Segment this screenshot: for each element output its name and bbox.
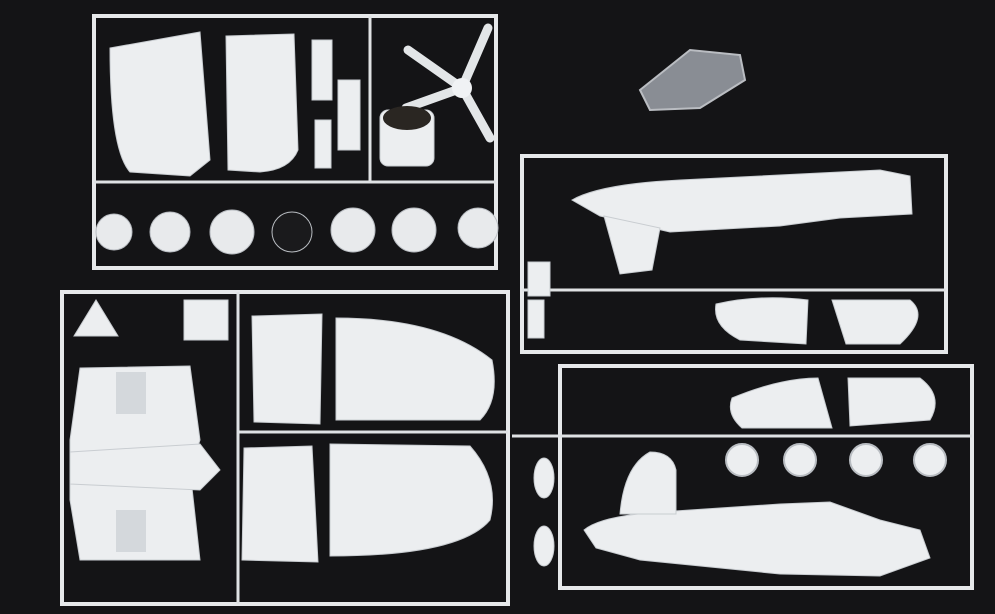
wing-panel: [109, 31, 211, 177]
wing-outer-panel: [335, 317, 495, 421]
clear-canopy-parts: [638, 48, 747, 112]
flap-panel: [251, 313, 323, 425]
horizontal-stabilizer: [69, 443, 221, 491]
engine-cowling: [379, 106, 435, 167]
wing-outer-panel: [329, 443, 493, 557]
small-part: [73, 299, 119, 337]
wing-part: [729, 377, 833, 429]
pilot-figures: [533, 457, 555, 567]
flap-panel: [241, 445, 319, 563]
propeller-hub: [452, 78, 472, 98]
wing-part: [847, 377, 936, 427]
sprue-right-top: [520, 154, 948, 354]
vertical-tail: [603, 215, 661, 275]
sprue-top-left: [92, 14, 499, 270]
sprue-right-bottom: [512, 364, 974, 590]
radial-engines: [95, 207, 499, 255]
small-parts: [311, 39, 361, 169]
wing-panel: [225, 33, 299, 173]
vertical-tail: [619, 451, 677, 515]
wing-part: [831, 299, 919, 345]
wheels: [725, 443, 947, 477]
sprue-bottom-left: [60, 290, 510, 606]
wing-part: [715, 297, 809, 345]
fuselage-half: [570, 169, 913, 233]
